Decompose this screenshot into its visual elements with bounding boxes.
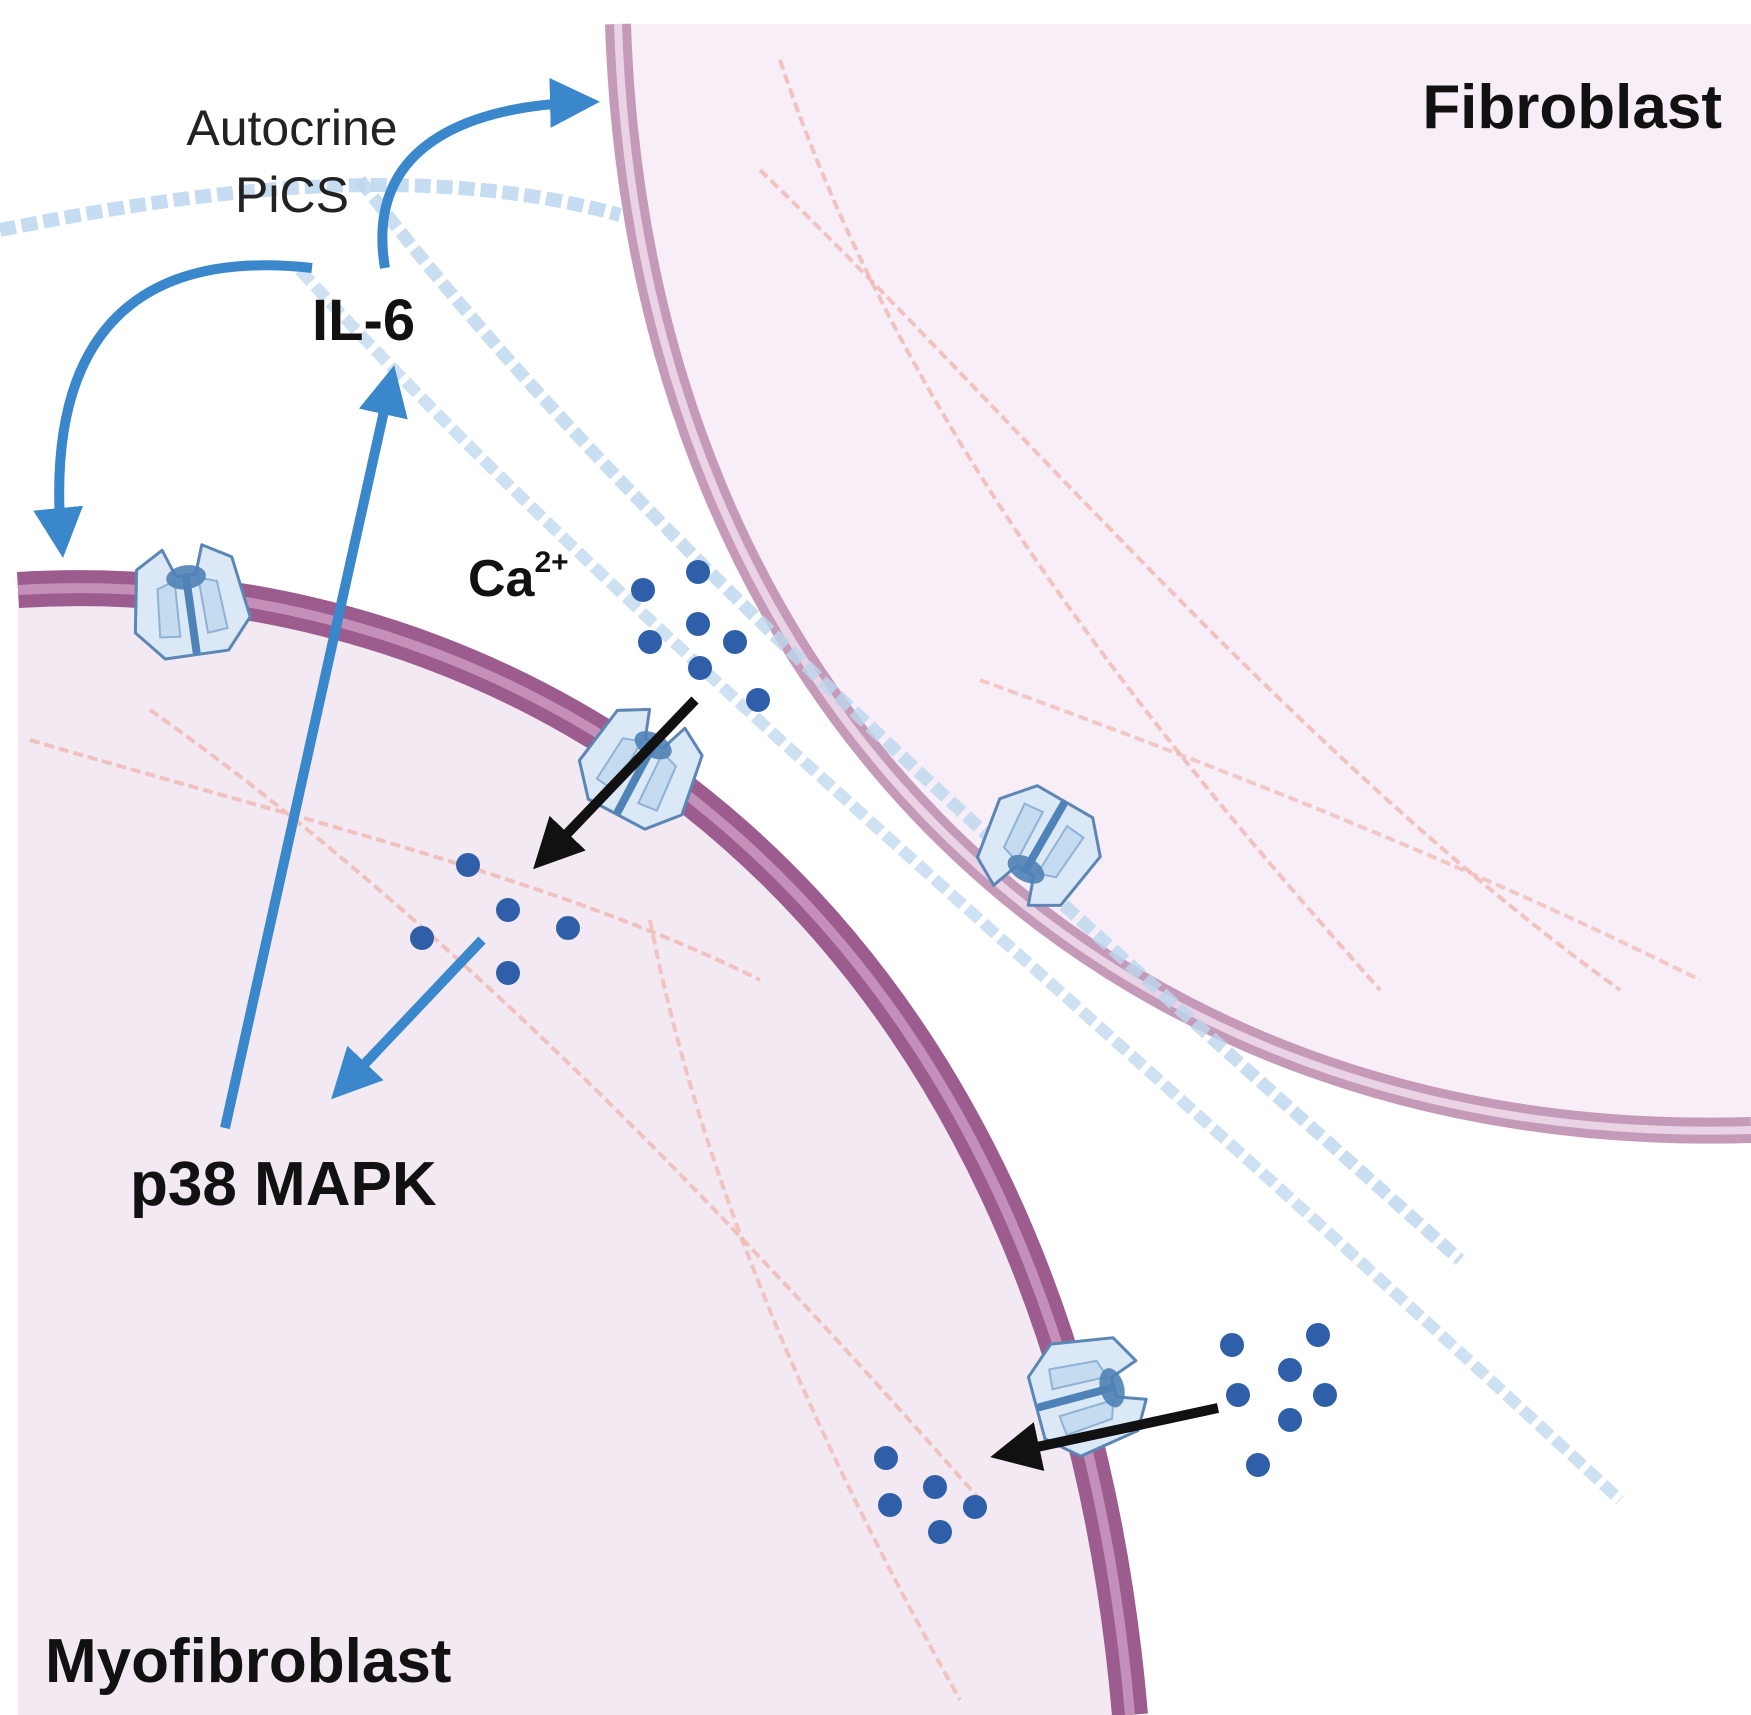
myofibroblast-label: Myofibroblast <box>45 1627 451 1696</box>
calcium-ion-icon <box>923 1475 947 1499</box>
p38-to-il6-arrow <box>220 365 408 1130</box>
calcium-ion-icon <box>723 630 747 654</box>
calcium-ion-icon <box>688 656 712 680</box>
calcium-ion-icon <box>928 1520 952 1544</box>
calcium-ion-icon <box>631 578 655 602</box>
calcium-ion-icon <box>1306 1323 1330 1347</box>
calcium-symbol: Ca <box>468 550 536 608</box>
calcium-ions-extracellular-bottom <box>1220 1323 1337 1477</box>
calcium-ion-icon <box>1313 1383 1337 1407</box>
calcium-influx-arrow-bottom <box>990 1403 1220 1472</box>
calcium-ion-icon <box>1278 1408 1302 1432</box>
pics-label: PiCS <box>235 167 349 223</box>
calcium-ion-icon <box>1278 1358 1302 1382</box>
calcium-ion-icon <box>878 1493 902 1517</box>
extracellular-fibers <box>0 59 1701 1701</box>
calcium-to-p38-arrow <box>331 936 486 1100</box>
calcium-ion-icon <box>686 612 710 636</box>
calcium-ion-icon <box>638 630 662 654</box>
calcium-ion-icon <box>874 1446 898 1470</box>
calcium-ion-icon <box>963 1495 987 1519</box>
calcium-ion-icon <box>496 961 520 985</box>
calcium-charge: 2+ <box>534 546 568 579</box>
calcium-ions-intracellular-bottom <box>874 1446 987 1544</box>
autocrine-label: Autocrine <box>186 100 397 156</box>
calcium-ion-icon <box>686 560 710 584</box>
calcium-label: Ca2+ <box>468 546 569 608</box>
calcium-ion-icon <box>1220 1333 1244 1357</box>
calcium-ions-extracellular-top <box>631 560 770 712</box>
calcium-ion-icon <box>1226 1383 1250 1407</box>
p38-mapk-label: p38 MAPK <box>130 1150 437 1219</box>
fibroblast-cell <box>605 23 1751 1144</box>
autocrine-arrow <box>377 77 600 269</box>
calcium-ion-icon <box>410 926 434 950</box>
calcium-influx-arrow-top <box>533 696 699 870</box>
fibroblast-label: Fibroblast <box>1422 73 1722 142</box>
il6-to-myofibroblast-arrow <box>33 260 313 558</box>
calcium-ion-icon <box>456 853 480 877</box>
calcium-ion-icon <box>746 688 770 712</box>
calcium-ion-icon <box>556 916 580 940</box>
calcium-ion-icon <box>1246 1453 1270 1477</box>
il6-label: IL-6 <box>312 288 415 353</box>
calcium-ions-intracellular-top <box>410 853 580 985</box>
calcium-ion-icon <box>496 898 520 922</box>
